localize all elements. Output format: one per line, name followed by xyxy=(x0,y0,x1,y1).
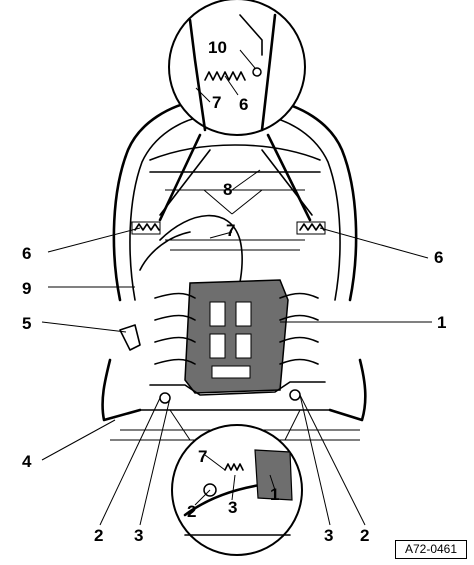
figure-reference-code: A72-0461 xyxy=(395,540,467,559)
callout-1-main: 1 xyxy=(437,313,446,332)
callout-3-detail: 3 xyxy=(228,498,237,517)
tension-spring-right xyxy=(296,221,326,235)
tension-spring-left xyxy=(131,221,161,235)
leader-lines xyxy=(41,49,432,526)
callout-1-detail: 1 xyxy=(270,485,279,504)
callout-7-top-detail: 7 xyxy=(212,93,221,112)
callout-2-right: 2 xyxy=(360,526,369,545)
detail-circle-bottom xyxy=(169,409,303,556)
callout-6-left: 6 xyxy=(22,244,31,263)
backrest-frame xyxy=(112,98,358,302)
cable-guide-8 xyxy=(159,149,313,216)
callout-8: 8 xyxy=(223,180,232,199)
callout-7-main: 7 xyxy=(226,221,235,240)
callout-6-right: 6 xyxy=(434,248,443,267)
lumbar-support-plate xyxy=(184,279,289,394)
callout-2-left: 2 xyxy=(94,526,103,545)
callout-9: 9 xyxy=(22,279,31,298)
callout-10: 10 xyxy=(208,38,227,57)
callout-labels: 10 6 7 8 7 6 6 9 5 1 4 7 1 2 3 2 3 3 2 xyxy=(22,38,446,545)
callout-2-detail: 2 xyxy=(187,502,196,521)
callout-7-bottom-detail: 7 xyxy=(198,447,207,466)
callout-4: 4 xyxy=(22,452,32,471)
spring-wires xyxy=(154,292,319,365)
callout-3-right: 3 xyxy=(324,526,333,545)
callout-3-left: 3 xyxy=(134,526,143,545)
callout-5: 5 xyxy=(22,314,31,333)
detail-circle-top xyxy=(158,0,312,222)
callout-6-detail: 6 xyxy=(239,95,248,114)
